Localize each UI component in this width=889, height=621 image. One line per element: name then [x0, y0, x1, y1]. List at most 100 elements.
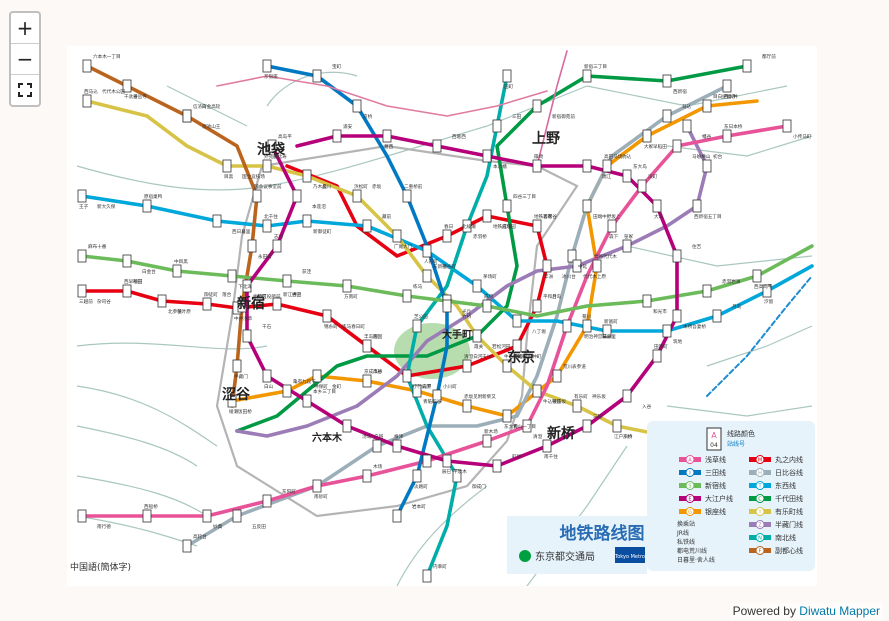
station-label[interactable]: 西船桥	[144, 503, 158, 510]
station-label[interactable]: 大冢	[644, 143, 654, 150]
station-label[interactable]: 东阳町	[282, 488, 296, 495]
station-label[interactable]: 四谷	[432, 398, 442, 405]
station-marker[interactable]	[482, 209, 492, 223]
station-label[interactable]: 入谷	[642, 403, 652, 410]
station-label[interactable]: 白金高轮	[202, 103, 221, 110]
station-marker[interactable]	[77, 284, 87, 298]
station-label[interactable]: 金町	[332, 383, 342, 390]
station-label[interactable]: 东大岛	[633, 163, 647, 170]
station-marker[interactable]	[267, 139, 277, 153]
station-marker[interactable]	[372, 439, 382, 453]
station-marker[interactable]	[722, 129, 732, 143]
station-label[interactable]: 南行德	[97, 523, 111, 530]
station-label[interactable]: 西日暮里	[232, 228, 251, 235]
station-marker[interactable]	[412, 469, 422, 483]
station-marker[interactable]	[482, 299, 492, 313]
station-label[interactable]: 目黑	[224, 174, 234, 180]
station-marker[interactable]	[572, 259, 582, 273]
station-label[interactable]: 新御徒町	[313, 228, 332, 235]
station-label[interactable]: 御徒町	[204, 291, 218, 298]
station-marker[interactable]	[532, 219, 542, 233]
station-label[interactable]: 浦安	[343, 123, 353, 130]
station-label[interactable]: 户越	[374, 433, 384, 440]
station-label[interactable]: 冰川台	[562, 273, 576, 280]
station-label[interactable]: 町屋	[512, 454, 522, 460]
station-marker[interactable]	[502, 359, 512, 373]
station-label[interactable]: 根津	[394, 433, 404, 440]
station-marker[interactable]	[482, 434, 492, 448]
station-label[interactable]: 淡路町	[414, 483, 428, 490]
station-label[interactable]: 麻布十番	[88, 243, 107, 250]
station-label[interactable]: 茅场町	[483, 273, 497, 280]
station-label[interactable]: 新富町	[604, 318, 618, 325]
station-label[interactable]: 新江古田	[283, 291, 302, 298]
station-marker[interactable]	[442, 229, 452, 243]
station-label[interactable]: 高岛平	[278, 133, 292, 140]
station-label[interactable]: 荒川	[563, 363, 573, 370]
station-label[interactable]: 原宿	[144, 193, 154, 200]
station-marker[interactable]	[702, 99, 712, 113]
station-label[interactable]: 锦糸町	[324, 323, 338, 330]
station-label[interactable]: 五反田	[252, 523, 266, 530]
hub-station-label[interactable]: 大手町	[442, 328, 472, 341]
station-marker[interactable]	[682, 119, 692, 133]
hub-station-label[interactable]: 新宿	[237, 295, 265, 312]
station-label[interactable]: 二重桥前	[404, 183, 423, 190]
station-marker[interactable]	[492, 119, 502, 133]
station-label[interactable]: 中野坂上	[602, 213, 621, 220]
station-marker[interactable]	[442, 454, 452, 468]
station-label[interactable]: 京成高砂	[364, 368, 383, 375]
station-label[interactable]: 千川	[482, 353, 492, 360]
station-label[interactable]: 下北泽	[238, 283, 252, 290]
station-marker[interactable]	[742, 59, 752, 73]
station-label[interactable]: 永田町	[258, 253, 272, 260]
station-marker[interactable]	[512, 314, 522, 328]
station-label[interactable]: 西新宿五丁目	[694, 213, 722, 220]
station-label[interactable]: 高田马场	[604, 153, 623, 160]
station-label[interactable]: 品川	[322, 184, 332, 190]
station-label[interactable]: 牛込神乐坂	[543, 398, 566, 405]
station-label[interactable]: 西马込	[84, 88, 98, 95]
station-label[interactable]: 茗荷谷	[543, 213, 557, 220]
station-label[interactable]: 森下	[609, 233, 619, 240]
station-label[interactable]: 田原町	[654, 344, 668, 350]
station-label[interactable]: 国会议事堂前	[254, 183, 282, 190]
station-label[interactable]: 笹冢	[624, 233, 634, 240]
station-marker[interactable]	[262, 369, 272, 383]
station-label[interactable]: 成增	[484, 293, 494, 300]
station-label[interactable]: 辰巳	[442, 469, 452, 475]
station-label[interactable]: 田町	[504, 84, 514, 90]
station-marker[interactable]	[247, 239, 257, 253]
station-marker[interactable]	[522, 419, 532, 433]
station-label[interactable]: 地铁赤冢	[534, 213, 553, 220]
station-label[interactable]: 驹込	[622, 153, 632, 160]
station-label[interactable]: 赤坂见附	[464, 393, 483, 400]
station-marker[interactable]	[542, 439, 552, 453]
station-label[interactable]: 后乐园	[502, 223, 516, 230]
station-label[interactable]: 牛込柳町	[504, 353, 523, 360]
station-marker[interactable]	[532, 99, 542, 113]
station-marker[interactable]	[662, 109, 672, 123]
station-marker[interactable]	[262, 159, 272, 173]
station-marker[interactable]	[502, 199, 512, 213]
station-marker[interactable]	[422, 569, 432, 583]
station-label[interactable]: 新宿三丁目	[584, 63, 607, 70]
station-label[interactable]: 市谷	[373, 368, 383, 375]
station-label[interactable]: 芝公园	[414, 313, 428, 320]
station-label[interactable]: 马喰横山	[692, 153, 711, 160]
station-label[interactable]: 西新宿	[673, 88, 687, 95]
station-label[interactable]: 和光市	[653, 308, 667, 315]
station-label[interactable]: 信浓町	[193, 103, 207, 110]
station-label[interactable]: 京桥	[623, 433, 633, 440]
station-label[interactable]: 马込	[682, 103, 692, 110]
station-label[interactable]: 小川町	[443, 383, 457, 390]
station-marker[interactable]	[227, 394, 237, 408]
station-marker[interactable]	[492, 459, 502, 473]
station-label[interactable]: 麹町	[257, 293, 267, 300]
station-label[interactable]: 人形町	[424, 258, 438, 265]
station-marker[interactable]	[607, 219, 617, 233]
station-label[interactable]: 乃木坂	[313, 183, 327, 190]
station-marker[interactable]	[352, 99, 362, 113]
station-marker[interactable]	[412, 384, 422, 398]
station-label[interactable]: 大岛	[654, 213, 664, 220]
